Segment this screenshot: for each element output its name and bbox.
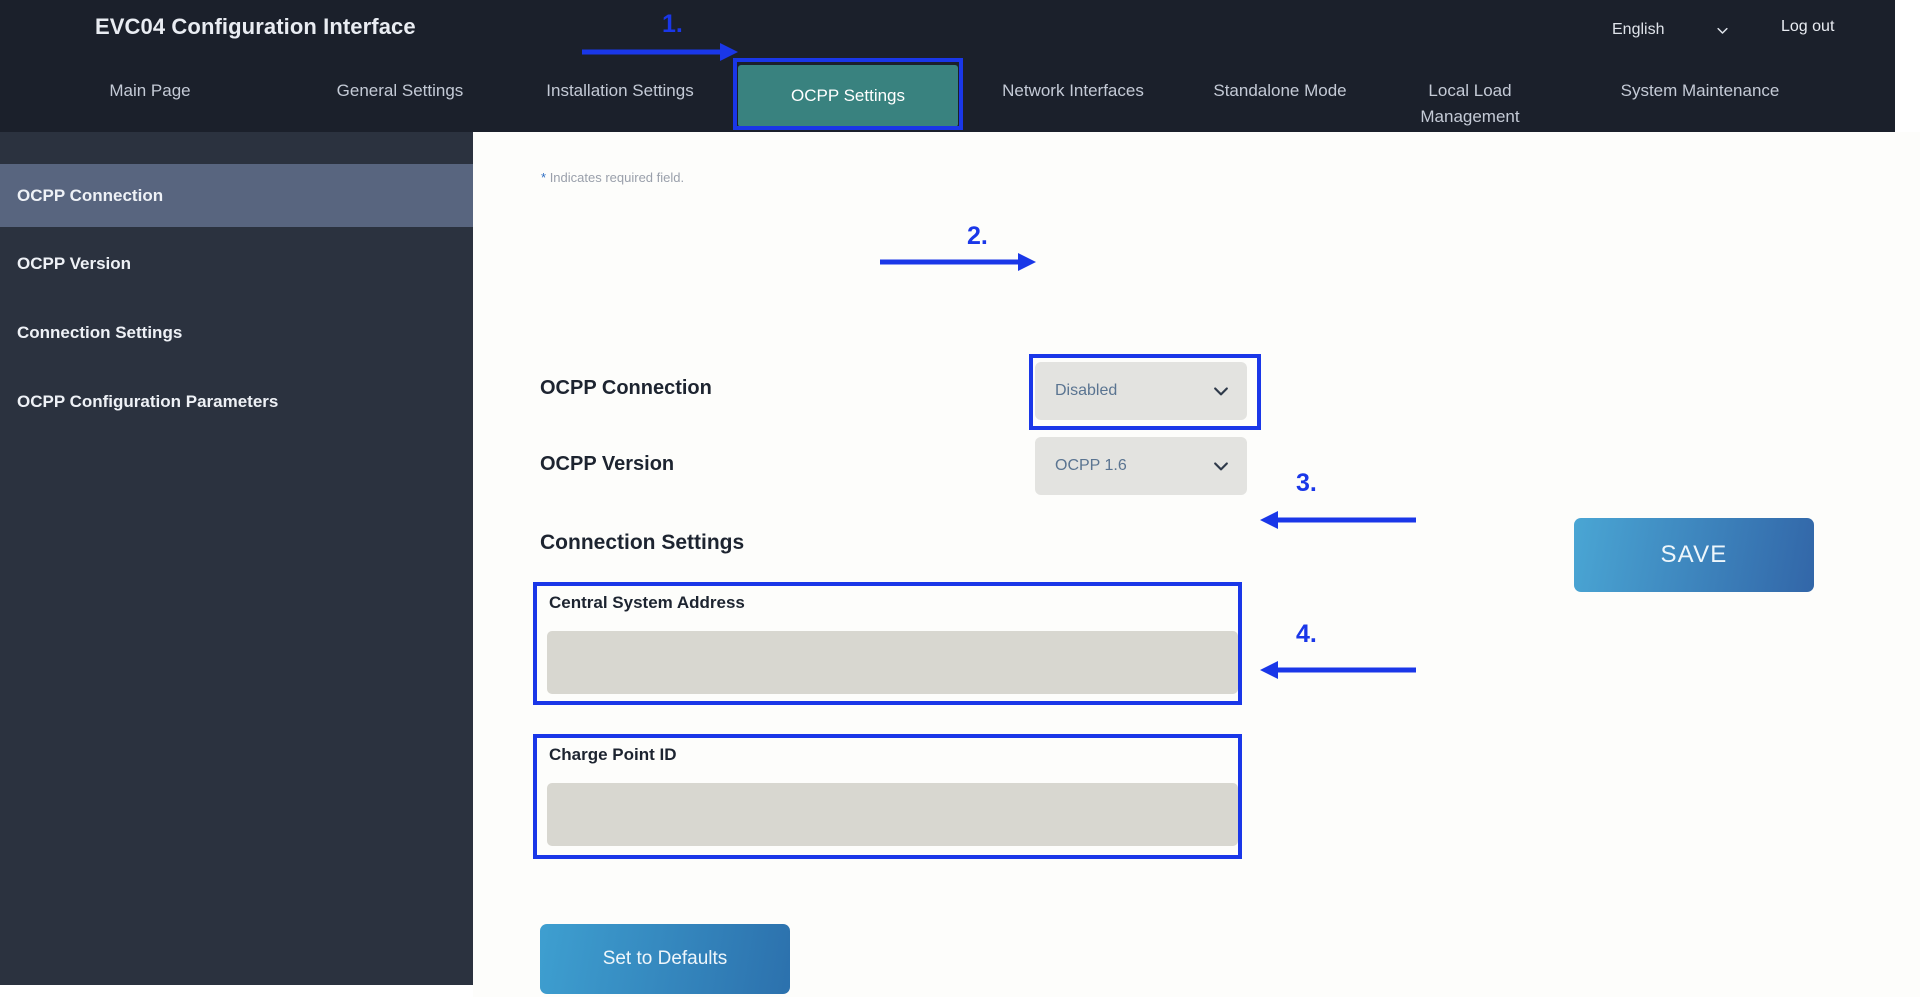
charge-point-id-input[interactable] — [547, 783, 1238, 846]
ocpp-version-select[interactable]: OCPP 1.6 — [1035, 437, 1247, 495]
central-system-address-field[interactable]: Central System Address — [536, 584, 1249, 707]
ocpp-connection-label: OCPP Connection — [540, 377, 712, 399]
required-star: * — [541, 170, 547, 185]
sidebar-item-label: OCPP Version — [17, 253, 132, 273]
save-button[interactable]: SAVE — [1574, 518, 1814, 592]
central-system-address-label: Central System Address — [549, 593, 745, 612]
required-field-note: * Indicates required field. — [541, 170, 684, 185]
tab-installation-settings[interactable]: Installation Settings — [546, 81, 694, 100]
required-note-text: Indicates required field. — [549, 170, 685, 185]
sidebar-item-label: OCPP Connection — [17, 185, 164, 205]
sidebar-item-ocpp-version[interactable]: OCPP Version — [0, 232, 473, 295]
language-select[interactable]: English — [1598, 14, 1738, 46]
annotation-number-2: 2. — [967, 222, 988, 250]
tab-standalone-mode[interactable]: Standalone Mode — [1213, 81, 1347, 100]
chevron-down-icon — [1214, 387, 1228, 396]
annotation-number-3: 3. — [1296, 469, 1317, 497]
tab-ocpp-settings[interactable]: OCPP Settings — [738, 65, 958, 127]
logout-button[interactable]: Log out — [1781, 18, 1835, 35]
charge-point-id-field[interactable]: Charge Point ID — [536, 736, 1249, 861]
sidebar-item-ocpp-configuration-parameters[interactable]: OCPP Configuration Parameters — [0, 370, 473, 433]
central-system-address-input[interactable] — [547, 631, 1238, 694]
main-content: * Indicates required field. OCPP Connect… — [473, 132, 1920, 997]
sidebar-item-connection-settings[interactable]: Connection Settings — [0, 301, 473, 364]
annotation-number-1: 1. — [662, 10, 683, 38]
tab-main-page[interactable]: Main Page — [109, 81, 191, 100]
sidebar-item-label: OCPP Configuration Parameters — [17, 391, 279, 411]
tab-local-load-management[interactable]: Local Load Management — [1420, 81, 1520, 127]
nav-tabs: Main Page General Settings Installation … — [0, 60, 1895, 132]
sidebar: OCPP Connection OCPP Version Connection … — [0, 132, 473, 985]
connection-settings-heading: Connection Settings — [540, 531, 745, 554]
chevron-down-icon — [1214, 462, 1228, 471]
ocpp-connection-select[interactable]: Disabled — [1035, 362, 1247, 420]
language-value: English — [1612, 21, 1665, 38]
annotation-number-4: 4. — [1296, 620, 1317, 648]
charge-point-id-label: Charge Point ID — [549, 745, 677, 764]
tab-network-interfaces[interactable]: Network Interfaces — [1002, 81, 1144, 100]
tab-general-settings[interactable]: General Settings — [336, 81, 464, 100]
ocpp-connection-value: Disabled — [1055, 382, 1118, 399]
sidebar-item-label: Connection Settings — [17, 322, 183, 342]
chevron-down-icon — [1717, 27, 1728, 34]
top-bar: EVC04 Configuration Interface English Lo… — [0, 0, 1895, 60]
sidebar-item-ocpp-connection[interactable]: OCPP Connection — [0, 164, 473, 227]
ocpp-version-label: OCPP Version — [540, 453, 675, 475]
ocpp-version-value: OCPP 1.6 — [1055, 457, 1127, 474]
page-title: EVC04 Configuration Interface — [95, 14, 416, 39]
tab-system-maintenance[interactable]: System Maintenance — [1620, 81, 1780, 100]
set-to-defaults-button[interactable]: Set to Defaults — [540, 924, 790, 994]
